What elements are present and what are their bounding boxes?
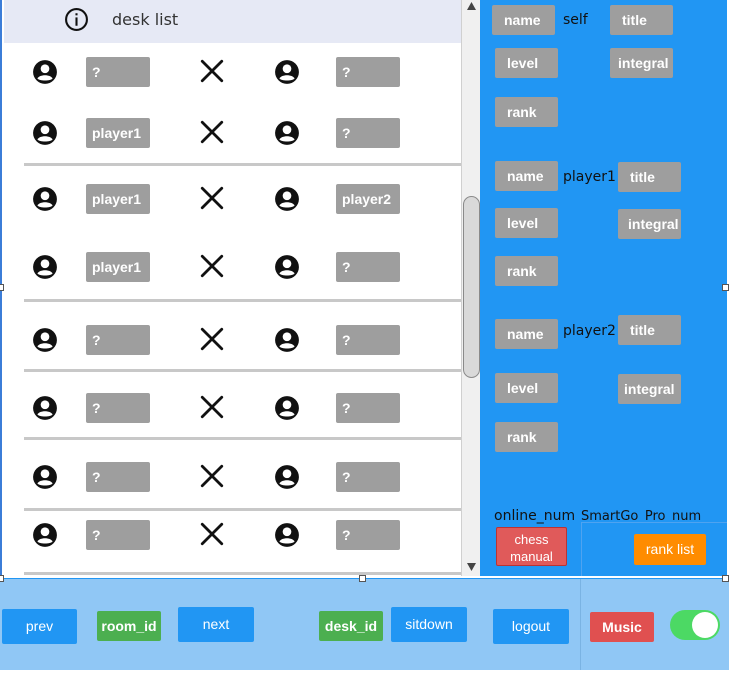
scroll-down-arrow-icon[interactable]	[465, 561, 478, 573]
close-icon[interactable]	[199, 463, 225, 489]
room-id-button[interactable]: room_id	[97, 611, 161, 641]
right-player-button[interactable]: ?	[336, 57, 400, 87]
self-integral-button[interactable]: integral	[610, 48, 673, 78]
right-player-button[interactable]: ?	[336, 393, 400, 423]
avatar-icon	[274, 120, 300, 146]
left-player-button[interactable]: ?	[86, 520, 150, 550]
right-player-button[interactable]: ?	[336, 520, 400, 550]
right-player-button[interactable]: player2	[336, 184, 400, 214]
avatar-icon	[32, 186, 58, 212]
row-divider	[24, 369, 464, 372]
close-icon[interactable]	[199, 253, 225, 279]
desk-list-header: desk list	[4, 0, 462, 43]
sitdown-button[interactable]: sitdown	[391, 607, 467, 642]
self-title-button[interactable]: title	[610, 5, 673, 35]
player2-level-button[interactable]: level	[495, 373, 558, 403]
close-icon[interactable]	[199, 326, 225, 352]
player2-name-button[interactable]: name	[495, 319, 558, 349]
player2-title-button[interactable]: title	[618, 315, 681, 345]
player1-rank-button[interactable]: rank	[495, 256, 558, 286]
row-divider	[24, 508, 464, 511]
bottom-bar: prev room_id next desk_id sitdown logout…	[0, 578, 729, 670]
avatar-icon	[32, 522, 58, 548]
player1-integral-button[interactable]: integral	[618, 209, 681, 239]
player2-label: player2	[563, 323, 616, 339]
avatar-icon	[274, 464, 300, 490]
player1-level-button[interactable]: level	[495, 208, 558, 238]
chess-manual-button[interactable]: chess manual	[496, 527, 567, 566]
resize-handle[interactable]	[359, 575, 366, 582]
logout-button[interactable]: logout	[493, 609, 569, 644]
avatar-icon	[274, 522, 300, 548]
avatar-icon	[32, 464, 58, 490]
avatar-icon	[274, 186, 300, 212]
avatar-icon	[32, 254, 58, 280]
avatar-icon	[274, 395, 300, 421]
online-num-label: online_num	[494, 508, 576, 524]
music-button[interactable]: Music	[590, 612, 654, 642]
self-name-button[interactable]: name	[492, 5, 555, 35]
close-icon[interactable]	[199, 58, 225, 84]
music-toggle[interactable]	[670, 610, 720, 640]
self-rank-button[interactable]: rank	[495, 97, 558, 127]
resize-handle[interactable]	[0, 284, 4, 291]
player1-title-button[interactable]: title	[618, 162, 681, 192]
left-player-button[interactable]: player1	[86, 252, 150, 282]
avatar-icon	[32, 395, 58, 421]
divider	[581, 522, 727, 523]
close-icon[interactable]	[199, 119, 225, 145]
right-player-button[interactable]: ?	[336, 462, 400, 492]
left-player-button[interactable]: ?	[86, 462, 150, 492]
desk-id-button[interactable]: desk_id	[319, 611, 383, 641]
avatar-icon	[32, 120, 58, 146]
right-player-button[interactable]: ?	[336, 325, 400, 355]
row-divider	[24, 299, 464, 302]
resize-handle[interactable]	[722, 575, 729, 582]
next-button[interactable]: next	[178, 607, 254, 642]
left-player-button[interactable]: player1	[86, 118, 150, 148]
avatar-icon	[32, 327, 58, 353]
row-divider	[24, 437, 464, 440]
player-info-panel: name self title level integral rank name…	[480, 0, 727, 576]
close-icon[interactable]	[199, 521, 225, 547]
scroll-thumb[interactable]	[463, 196, 480, 378]
smartgo-pro-num-label: SmartGo_Pro_num	[581, 509, 702, 524]
page-title: desk list	[112, 10, 179, 29]
desk-list-panel: desk list ?? player1? player1 player2 player…	[0, 0, 464, 575]
player1-name-button[interactable]: name	[495, 161, 558, 191]
row-divider	[24, 163, 464, 166]
avatar-icon	[274, 59, 300, 85]
scroll-up-arrow-icon[interactable]	[465, 0, 478, 12]
row-divider	[24, 572, 464, 575]
left-player-button[interactable]: ?	[86, 57, 150, 87]
resize-handle[interactable]	[0, 575, 4, 582]
avatar-icon	[32, 59, 58, 85]
divider	[581, 522, 582, 576]
close-icon[interactable]	[199, 394, 225, 420]
left-player-button[interactable]: ?	[86, 393, 150, 423]
player1-label: player1	[563, 169, 616, 185]
self-level-button[interactable]: level	[495, 48, 558, 78]
avatar-icon	[274, 254, 300, 280]
toggle-knob	[692, 612, 718, 638]
right-player-button[interactable]: ?	[336, 118, 400, 148]
player2-integral-button[interactable]: integral	[618, 374, 681, 404]
rank-list-button[interactable]: rank list	[634, 534, 706, 565]
self-label: self	[563, 12, 588, 28]
divider	[580, 578, 581, 670]
left-player-button[interactable]: ?	[86, 325, 150, 355]
close-icon[interactable]	[199, 185, 225, 211]
right-player-button[interactable]: ?	[336, 252, 400, 282]
player2-rank-button[interactable]: rank	[495, 422, 558, 452]
prev-button[interactable]: prev	[2, 609, 77, 644]
avatar-icon	[274, 327, 300, 353]
resize-handle[interactable]	[722, 284, 729, 291]
scrollbar[interactable]	[461, 0, 480, 576]
info-icon[interactable]	[64, 7, 89, 32]
left-player-button[interactable]: player1	[86, 184, 150, 214]
